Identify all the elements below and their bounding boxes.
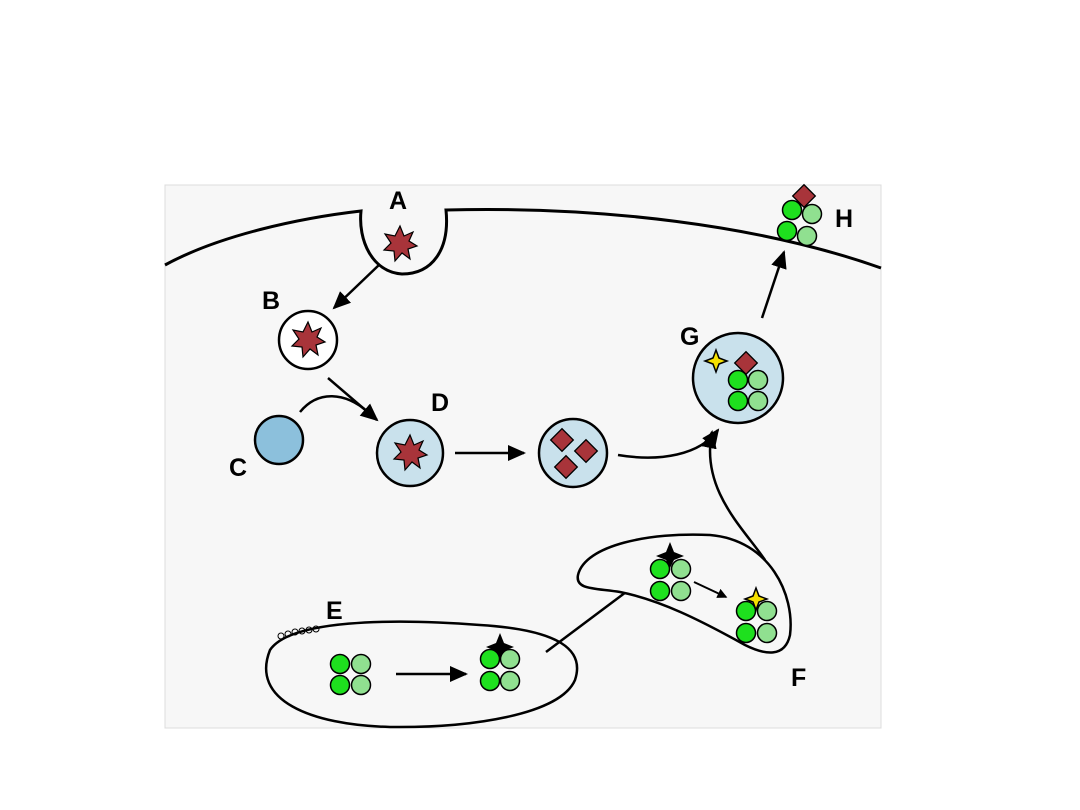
mhc-complex-icon xyxy=(329,653,372,696)
mhc-complex-icon xyxy=(735,600,778,644)
diamond-peptide-icon xyxy=(549,427,599,480)
arrow-golgi-exchange xyxy=(693,581,728,598)
ribosome-icon xyxy=(277,625,320,640)
cell-membrane xyxy=(164,207,882,276)
digestion-vesicle xyxy=(537,417,609,489)
mhc-complex-icon xyxy=(776,199,823,247)
label-f: F xyxy=(791,664,806,692)
mhc-complex-icon xyxy=(479,648,521,692)
mhc-complex-icon xyxy=(727,369,769,412)
arrow-g-to-h xyxy=(760,250,787,319)
label-g: G xyxy=(680,323,699,351)
star-antigen-icon xyxy=(382,224,419,263)
yellow-star-icon xyxy=(742,585,770,613)
diamond-peptide-icon xyxy=(733,350,759,376)
label-a: A xyxy=(389,187,407,215)
arrow-b-to-d xyxy=(327,377,379,422)
star-antigen-icon xyxy=(392,433,429,472)
label-c: C xyxy=(229,454,247,482)
diamond-peptide-icon xyxy=(791,183,817,209)
black-star-icon xyxy=(656,542,684,568)
arrow-c-to-d xyxy=(299,395,369,413)
lysosome-c xyxy=(253,414,305,466)
label-b: B xyxy=(262,287,280,315)
label-h: H xyxy=(835,205,853,233)
label-d: D xyxy=(431,389,449,417)
arrow-a-to-b xyxy=(332,263,381,310)
mhc-complex-icon xyxy=(649,558,692,602)
label-e: E xyxy=(326,597,343,625)
star-antigen-icon xyxy=(290,320,327,359)
yellow-star-icon xyxy=(702,347,730,375)
arrow-f-to-g xyxy=(700,430,767,561)
black-star-icon xyxy=(486,633,514,659)
